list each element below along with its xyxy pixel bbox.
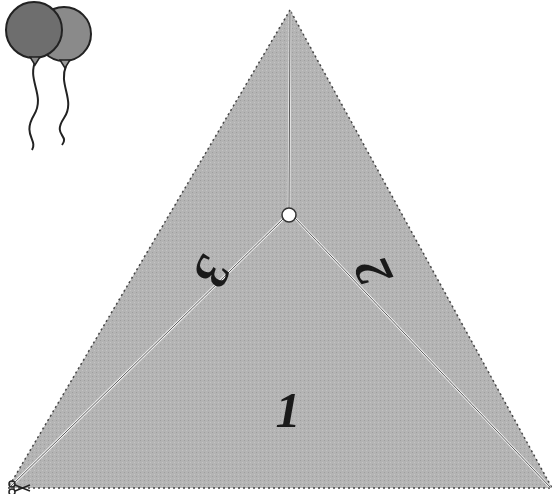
- region-number: 1: [276, 385, 301, 435]
- scissors-symbol: [9, 481, 30, 494]
- balloons: [6, 2, 91, 150]
- center-pin: [282, 208, 296, 222]
- fold-lines: [10, 12, 550, 487]
- triangle: [8, 10, 552, 488]
